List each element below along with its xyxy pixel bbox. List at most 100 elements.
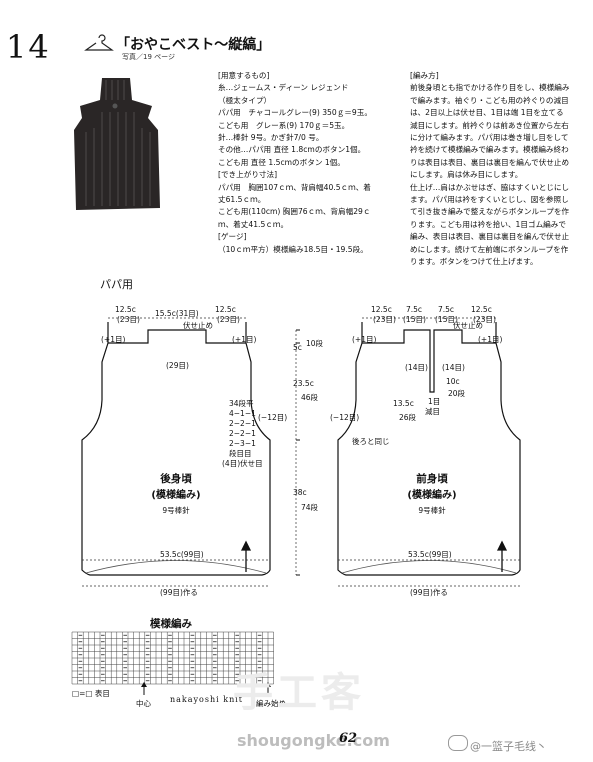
papa-label: パパ用 xyxy=(100,278,133,291)
front-back-same: 後ろと同じ xyxy=(352,436,390,446)
front-bottom-width: 53.5c(99目) xyxy=(408,550,452,559)
watermark-cn: 手工客 xyxy=(233,670,365,716)
front-plus1-right: (+1目) xyxy=(478,335,502,344)
instructions-line: めにします。続けて左前端にボタンループを作 xyxy=(410,244,569,254)
back-cast-on: (99目)作る xyxy=(160,587,198,597)
front-mid-r-width: 7.5c xyxy=(438,305,454,314)
back-h23: 23.5c xyxy=(293,379,314,388)
materials-line: こども用(110cm) 胸囲76ｃｍ、背肩幅29ｃ xyxy=(218,207,371,217)
instructions-line: ます。パパ用は衿をすくいとじし、図を参照し xyxy=(410,195,569,205)
back-pattern: (模様編み) xyxy=(151,488,200,501)
instructions-line: に分けて編みます。パパ用は巻き増し目をして xyxy=(410,133,569,143)
front-top-right-width: 12.5c xyxy=(471,305,492,314)
chart-center-label: 中心 xyxy=(136,699,151,708)
materials-line: その他…パパ用 直径 1.8cmのボタン1個。 xyxy=(218,145,366,155)
front-top-left-st: (23目) xyxy=(373,315,396,324)
back-neck-outline xyxy=(108,329,246,344)
instructions-line: ります。ボタンをつけて仕上げます。 xyxy=(410,257,538,267)
armhole-dec-6: 段目目 xyxy=(229,448,252,458)
front-name: 前身頃 xyxy=(416,472,448,485)
materials-line: 丈61.5ｃｍ。 xyxy=(218,195,266,205)
instructions-line: [編み方] xyxy=(410,71,439,80)
stitch-chart-grid xyxy=(71,631,274,685)
back-plus1-right: (+1目) xyxy=(232,335,256,344)
back-top-left-st: (23目) xyxy=(117,315,140,324)
materials-line: （10ｃｍ平方）模様編み18.5目・19.5段。 xyxy=(218,244,368,254)
materials-line: ｍ、着丈41.5ｃｍ。 xyxy=(218,219,289,229)
instructions-line: ります。こども用は衿を拾い、1目ゴム編みで xyxy=(410,219,566,229)
materials-line: [でき上がり寸法] xyxy=(218,170,278,180)
materials-line: 針…棒針 9号。かぎ針7/0 号。 xyxy=(218,133,324,143)
front-st14-right: (14目) xyxy=(442,363,465,372)
vest-photo xyxy=(74,78,160,210)
armhole-dec-1: 34段平 xyxy=(229,398,254,408)
materials-line: こども用 グレー系(9) 170ｇ＝5玉。 xyxy=(218,120,350,130)
back-bottom-width: 53.5c(99目) xyxy=(160,550,204,559)
back-body-outline xyxy=(81,322,271,576)
start-arrow-icon xyxy=(265,682,271,695)
back-bindoff: 伏せ止め xyxy=(183,320,213,330)
materials-line: パパ用 チャコールグレー(9) 350ｇ＝9玉。 xyxy=(218,108,372,118)
instructions-line: りは表目は表目、裏目は裏目を編んで伏せ止め xyxy=(410,157,570,167)
back-top-right-st: (23目) xyxy=(217,315,240,324)
back-name: 後身頃 xyxy=(159,472,192,485)
instructions-line: て引き抜き編みで整えながらボタンループを作 xyxy=(410,207,570,217)
armhole-dec-4: 2−2−1 xyxy=(229,429,256,438)
instructions-line: 編み、表目は表目、裏目は裏目を編んで伏せ止 xyxy=(410,232,570,242)
back-h23-rows: 46段 xyxy=(301,392,319,402)
instructions-line: 前後身頃とも指でかける作り目をし、模様編み xyxy=(410,83,570,93)
back-top-mid: 15.5c(31目) xyxy=(155,309,199,318)
materials-line: [ゲージ] xyxy=(218,232,247,242)
chart-title: 模様編み xyxy=(150,618,192,630)
front-dec-2: 減目 xyxy=(425,406,440,416)
instructions-line: は、2目以上は伏せ目、1目は端 1目を立てる xyxy=(410,108,564,118)
armhole-dec-2: 4−1−1 xyxy=(229,409,256,418)
materials-list: [用意するもの] 糸…ジェームス・ディーン レジェンド （極太タイプ） パパ用 … xyxy=(218,70,398,256)
front-plus1-left: (+1目) xyxy=(352,335,376,344)
back-top-left-width: 12.5c xyxy=(115,305,136,314)
credit-text: @一篮子毛线丶 xyxy=(470,740,547,753)
page-title: 「おやこベスト〜縦縞」 xyxy=(116,37,271,53)
instructions-line: で編みます。袖ぐり・こども用の衿ぐりの減目 xyxy=(410,95,569,105)
instructions-line: 衿を続けて模様編みで編みます。模様編み終わ xyxy=(410,145,569,155)
front-h10-rows: 20段 xyxy=(448,388,466,398)
back-top-right-width: 12.5c xyxy=(215,305,236,314)
back-minus12: (−12目) xyxy=(258,413,287,422)
materials-line: パパ用 胸囲107ｃｍ、背肩幅40.5ｃｍ、着 xyxy=(218,182,371,192)
center-arrow-icon xyxy=(141,682,147,695)
chart-start-label: 編み始め xyxy=(256,699,286,708)
materials-line: 糸…ジェームス・ディーン レジェンド xyxy=(218,83,349,93)
weibo-icon xyxy=(448,735,468,751)
front-top-right-st: (23目) xyxy=(473,315,496,324)
page-number: 62 xyxy=(339,731,358,746)
front-body-outline xyxy=(337,322,521,576)
armhole-dec-3: 2−2−1 xyxy=(229,419,256,428)
front-bindoff: 伏せ止め xyxy=(453,320,483,330)
back-plus1-left: (+1目) xyxy=(101,335,125,344)
instructions-line: 仕上げ…肩はかぶせはぎ、脇はすくいとじにし xyxy=(410,182,570,192)
front-minus12: (−12目) xyxy=(330,413,359,422)
front-neck-outline xyxy=(362,329,496,393)
back-h5-rows: 10段 xyxy=(306,338,324,348)
front-mid-l-width: 7.5c xyxy=(406,305,422,314)
chart-legend: □=□ 表目 xyxy=(72,689,110,698)
front-mid-l-st: (15目) xyxy=(403,315,426,324)
materials-line: （極太タイプ） xyxy=(218,95,272,105)
front-pattern: (模様編み) xyxy=(407,488,456,501)
front-h10: 10c xyxy=(446,377,460,386)
front-cast-on: (99目)作る xyxy=(410,587,448,597)
front-needle: 9号棒針 xyxy=(418,505,446,515)
front-st14-left: (14目) xyxy=(405,363,428,372)
instructions-line: にします。肩は休み目にします。 xyxy=(410,170,523,180)
back-neck-st: (29目) xyxy=(166,361,189,370)
materials-line: こども用 直径 1.5cmのボタン 1個。 xyxy=(218,157,345,167)
hanger-icon xyxy=(84,34,114,51)
back-needle: 9号棒針 xyxy=(162,505,190,515)
page-number-large: 14 xyxy=(6,28,51,66)
materials-line: [用意するもの] xyxy=(218,71,270,80)
front-top-left-width: 12.5c xyxy=(371,305,392,314)
page-subtitle: 写真／19 ページ xyxy=(122,53,175,61)
armhole-dec-7: (4目)伏せ目 xyxy=(222,458,263,468)
back-h38-rows: 74段 xyxy=(301,502,319,512)
